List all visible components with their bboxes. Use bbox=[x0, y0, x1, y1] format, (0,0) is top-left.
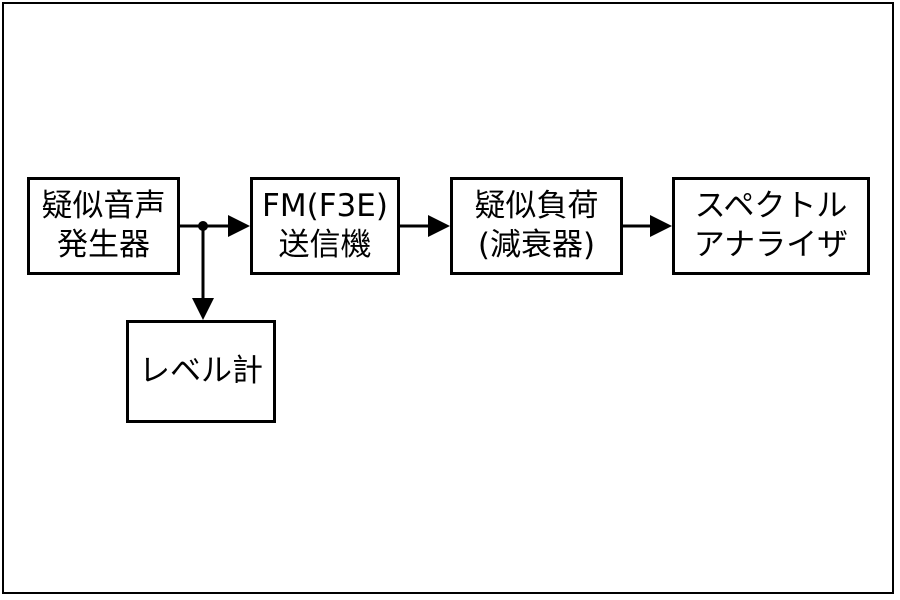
arrowhead-load bbox=[428, 215, 450, 237]
diagram-frame bbox=[2, 2, 894, 594]
spectrum-label-line-1: スペクトル bbox=[694, 188, 848, 225]
dummy-load-block: 疑似負荷 (減衰器) bbox=[450, 177, 623, 275]
level-meter-block: レベル計 bbox=[126, 320, 276, 423]
fm-transmitter-block: FM(F3E) 送信機 bbox=[250, 177, 400, 275]
dummy-load-label-line-1: 疑似負荷 bbox=[474, 188, 599, 225]
arrowhead-level-meter bbox=[192, 298, 214, 320]
dummy-load-label-line-2: (減衰器) bbox=[477, 227, 596, 263]
audio-signal-generator-block: 疑似音声 発生器 bbox=[27, 177, 180, 275]
arrowhead-transmitter bbox=[228, 215, 250, 237]
generator-label-line-1: 疑似音声 bbox=[41, 188, 166, 225]
generator-label-line-2: 発生器 bbox=[57, 227, 150, 263]
spectrum-label-line-2: アナライザ bbox=[693, 227, 849, 263]
transmitter-label-line-2: 送信機 bbox=[278, 227, 372, 263]
arrowhead-spectrum bbox=[650, 215, 672, 237]
level-meter-label: レベル計 bbox=[139, 353, 263, 390]
transmitter-label-line-1: FM(F3E) bbox=[262, 188, 388, 225]
spectrum-analyzer-block: スペクトル アナライザ bbox=[672, 177, 870, 275]
